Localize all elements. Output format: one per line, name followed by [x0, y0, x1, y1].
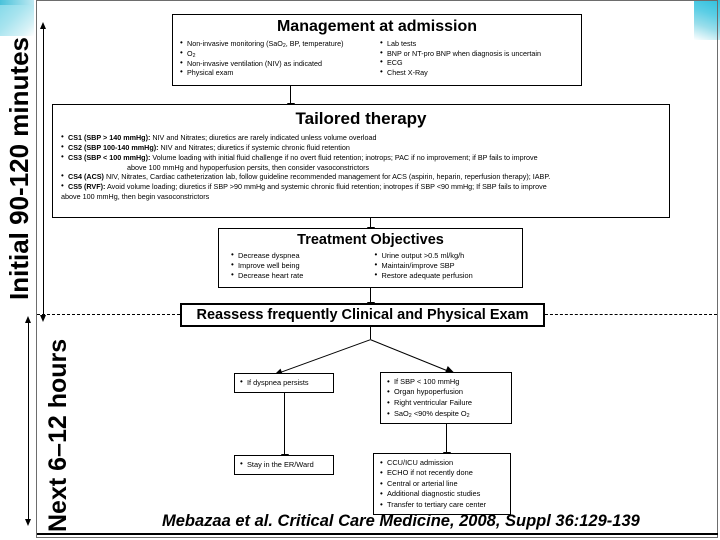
list-item: Decrease heart rate [231, 270, 367, 281]
objectives-right-list: Urine output >0.5 ml/kg/h Maintain/impro… [375, 250, 511, 281]
list-item: ECG [380, 57, 574, 68]
connector-management-to-tailored [285, 86, 297, 111]
phase-label-next: Next 6–12 hours [44, 338, 72, 532]
cs3-text: Volume loading with initial fluid challe… [150, 153, 538, 162]
shock-list: If SBP < 100 mmHg Organ hypoperfusion Ri… [381, 376, 478, 420]
box-management-title: Management at admission [276, 18, 478, 35]
cs2-text: NIV and Nitrates; diuretics if systemic … [158, 143, 350, 152]
connector-tailored-to-objectives [365, 218, 377, 235]
erward-list: Stay in the ER/Ward [235, 459, 319, 470]
list-item: ECHO if not recently done [380, 467, 486, 479]
box-ccu-icu-admission[interactable]: CCU/ICU admission ECHO if not recently d… [373, 453, 511, 515]
list-item: Non-invasive monitoring (SaO2, BP, tempe… [180, 38, 374, 49]
list-item: Non-invasive ventilation (NIV) as indica… [180, 58, 374, 69]
list-item: CS1 (SBP > 140 mmHg): NIV and Nitrates; … [61, 132, 661, 143]
box-objectives-title: Treatment Objectives [297, 232, 444, 248]
list-item: Right ventricular Failure [387, 397, 472, 409]
cs4-text: NIV, Nitrates, Cardiac catheterization l… [103, 172, 551, 182]
connector-reassess-to-split [370, 327, 372, 339]
management-left-list: Non-invasive monitoring (SaO2, BP, tempe… [180, 38, 374, 78]
list-item: CCU/ICU admission [380, 457, 486, 469]
list-item: Stay in the ER/Ward [240, 459, 314, 470]
list-item: If dyspnea persists [240, 377, 309, 388]
citation-rule [37, 533, 718, 535]
box-reassess-label: Reassess frequently Clinical and Physica… [196, 307, 529, 323]
list-item: CS3 (SBP < 100 mmHg): Volume loading wit… [61, 152, 661, 163]
box-shock-criteria[interactable]: If SBP < 100 mmHg Organ hypoperfusion Ri… [380, 372, 512, 424]
phase-measure-initial [40, 22, 46, 322]
list-item: Central or arterial line [380, 478, 486, 490]
list-item: Urine output >0.5 ml/kg/h [375, 250, 511, 261]
box-tailored-therapy[interactable]: Tailored therapy CS1 (SBP > 140 mmHg): N… [52, 104, 670, 218]
cs4-tag: CS4 (ACS) [68, 172, 104, 182]
list-item: Transfer to tertiary care center [380, 499, 486, 511]
box-stay-in-er-ward[interactable]: Stay in the ER/Ward [234, 455, 334, 475]
phase-divider-dashed-right [545, 314, 717, 315]
box-if-dyspnea-persists[interactable]: If dyspnea persists [234, 373, 334, 393]
list-item: Restore adequate perfusion [375, 270, 511, 281]
list-item: Maintain/improve SBP [375, 260, 511, 271]
list-item: CS2 (SBP 100-140 mmHg): NIV and Nitrates… [61, 142, 661, 153]
list-item: BNP or NT-pro BNP when diagnosis is unce… [380, 48, 574, 59]
cs5-tag: CS5 (RVF): [68, 182, 106, 192]
phase-divider-dashed-left [37, 314, 180, 315]
cs1-text: NIV and Nitrates; diuretics are rarely i… [150, 133, 377, 142]
tailored-list: CS1 (SBP > 140 mmHg): NIV and Nitrates; … [53, 132, 669, 163]
box-treatment-objectives[interactable]: Treatment Objectives Decrease dyspnea Im… [218, 228, 523, 288]
box-reassess-frequently[interactable]: Reassess frequently Clinical and Physica… [180, 303, 545, 327]
citation-reference: Mebazaa et al. Critical Care Medicine, 2… [162, 512, 640, 530]
list-item: CS5 (RVF): Avoid volume loading; diureti… [61, 181, 661, 192]
cs3-continuation: above 100 mmHg and hypoperfusion persits… [127, 163, 370, 172]
list-item: Organ hypoperfusion [387, 386, 472, 398]
cs5-text: Avoid volume loading; diuretics if SBP >… [105, 182, 547, 192]
box-management-at-admission[interactable]: Management at admission Non-invasive mon… [172, 14, 582, 86]
connector-shock-to-icu [441, 424, 453, 460]
list-item: CS4 (ACS) NIV, Nitrates, Cardiac cathete… [61, 171, 661, 182]
list-item: O2 [180, 48, 374, 59]
list-item: Lab tests [380, 38, 574, 49]
decorative-corner-band-right [694, 0, 720, 40]
cs3-tag: CS3 (SBP < 100 mmHg): [68, 153, 151, 162]
list-item: Improve well being [231, 260, 367, 271]
phase-measure-next [25, 316, 31, 526]
phase-label-initial: Initial 90-120 minutes [4, 37, 34, 300]
cs5-continuation: above 100 mmHg, then begin vasoconstrict… [61, 192, 210, 202]
cs1-tag: CS1 (SBP > 140 mmHg): [68, 133, 151, 142]
connector-split-to-right-branch [369, 339, 457, 377]
icu-list: CCU/ICU admission ECHO if not recently d… [374, 457, 492, 511]
management-right-list: Lab tests BNP or NT-pro BNP when diagnos… [380, 38, 574, 78]
list-item: Chest X-Ray [380, 67, 574, 78]
decorative-corner-band-left [0, 0, 34, 36]
list-item: SaO2 <90% despite O2 [387, 408, 472, 420]
list-item: Physical exam [180, 67, 374, 78]
cs2-tag: CS2 (SBP 100-140 mmHg): [68, 143, 159, 152]
dyspnea-list: If dyspnea persists [235, 377, 314, 388]
connector-objectives-to-reassess [365, 288, 377, 310]
connector-dyspnea-to-erward [279, 393, 291, 462]
objectives-left-list: Decrease dyspnea Improve well being Decr… [231, 250, 367, 281]
tailored-list-2: CS4 (ACS) NIV, Nitrates, Cardiac cathete… [53, 171, 669, 192]
list-item: If SBP < 100 mmHg [387, 376, 472, 388]
list-item: Decrease dyspnea [231, 250, 367, 261]
list-item: Additional diagnostic studies [380, 488, 486, 500]
connector-split-to-left-branch [272, 339, 371, 380]
box-tailored-title: Tailored therapy [295, 109, 427, 128]
